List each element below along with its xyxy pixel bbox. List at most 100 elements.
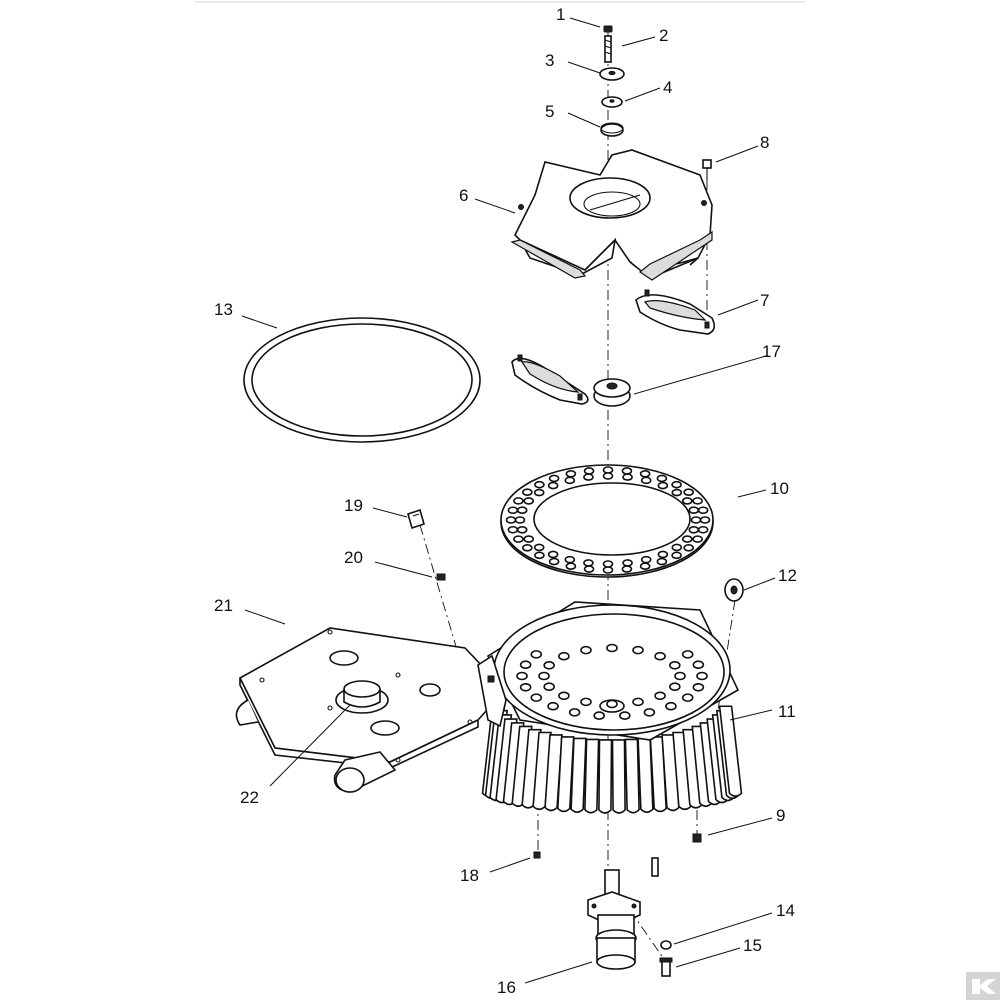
disc-hole [690,516,702,524]
disc-hole [671,543,683,552]
disc-hole [533,488,545,497]
disc-hole [671,551,682,560]
disc-hole [656,557,668,566]
part-7-bracket-left [511,354,589,405]
disc-hole [681,535,693,543]
disc-hole [621,565,633,573]
bristle [556,736,575,813]
callout-labels: 1 2 3 4 5 6 7 8 9 10 11 12 13 14 15 16 1… [214,5,797,997]
disc-hole [602,560,614,568]
disc-hole [583,467,595,475]
part-6-cross-cover [510,149,713,281]
part-20-nut [436,573,446,581]
bowl-hole [632,697,644,707]
part-3-washer [599,67,625,81]
disc-hole [697,525,709,534]
disc-hole [697,506,709,515]
disc-hole [547,550,559,559]
disc-hole [640,476,652,485]
bowl-hole [669,682,681,692]
part-9-screw [692,833,702,843]
disc-hole [692,497,703,505]
bowl-hole [543,682,555,692]
disc-hole [564,555,576,564]
bristle [611,739,626,814]
bowl-hole [538,671,550,681]
disc-hole [513,497,524,505]
disc-hole [523,497,535,505]
disc-hole [534,551,545,560]
disc-hole [522,488,533,497]
callout-8: 8 [760,133,769,152]
bristle [649,736,668,813]
disc-hole [656,474,668,483]
bowl-hole [606,643,618,653]
bowl-hole [558,651,570,661]
bowl-hole [543,660,555,670]
bowl-hole [632,645,644,655]
bristle [624,738,640,814]
disc-hole [522,543,533,552]
disc-hole [688,525,700,534]
disc-hole [657,550,669,559]
disc-hole [688,506,700,515]
disc-hole [564,476,576,485]
part-11-brush-assembly [477,601,743,814]
disc-hole [621,467,633,475]
disc-hole [583,559,594,567]
callout-16: 16 [497,978,516,997]
callout-20: 20 [344,548,363,567]
disc-hole [602,566,614,574]
callout-5: 5 [545,102,554,121]
callout-12: 12 [778,566,797,585]
callout-21: 21 [214,596,233,615]
bristle [598,739,613,814]
bowl-hole [593,711,605,720]
leader-lines [241,17,776,984]
bowl-hole [619,711,631,720]
disc-hole [547,481,559,490]
disc-hole [505,516,517,524]
part-13-o-ring [243,317,481,443]
disc-hole [640,555,652,564]
disc-hole [565,470,577,478]
bowl-hole [547,701,559,711]
bowl-hole [568,708,581,717]
callout-15: 15 [743,936,762,955]
disc-hole [507,506,519,515]
bowl-hole [580,697,592,707]
brand-logo-icon [966,972,1000,1000]
bowl-hole [558,691,570,701]
bowl-hole [516,671,528,681]
callout-3: 3 [545,51,554,70]
disc-hole [514,516,526,524]
callout-19: 19 [344,496,363,515]
bowl-hole [674,671,686,681]
disc-hole [692,535,703,543]
disc-hole [583,565,595,573]
callout-9: 9 [776,806,785,825]
callout-17: 17 [762,342,781,361]
disc-hole [548,557,560,566]
bowl-hole [519,660,532,670]
screw-centerline [419,524,461,661]
part-12-nut [724,578,744,602]
disc-hole [622,473,633,481]
bowl-hole [530,693,543,702]
part-16-motor [587,869,641,970]
motor-screw-centerline [629,909,669,966]
disc-hole [683,488,694,497]
disc-hole [602,472,614,480]
disc-hole [602,466,614,474]
bowl-hole [681,693,694,702]
callout-10: 10 [770,479,789,498]
disc-hole [513,535,524,543]
disc-hole [533,543,545,552]
disc-hole [681,497,693,505]
disc-hole [516,506,528,515]
callout-7: 7 [760,291,769,310]
part-8-bolt [702,159,712,180]
part-15-screw [659,957,673,977]
part-22-collar [335,680,389,714]
